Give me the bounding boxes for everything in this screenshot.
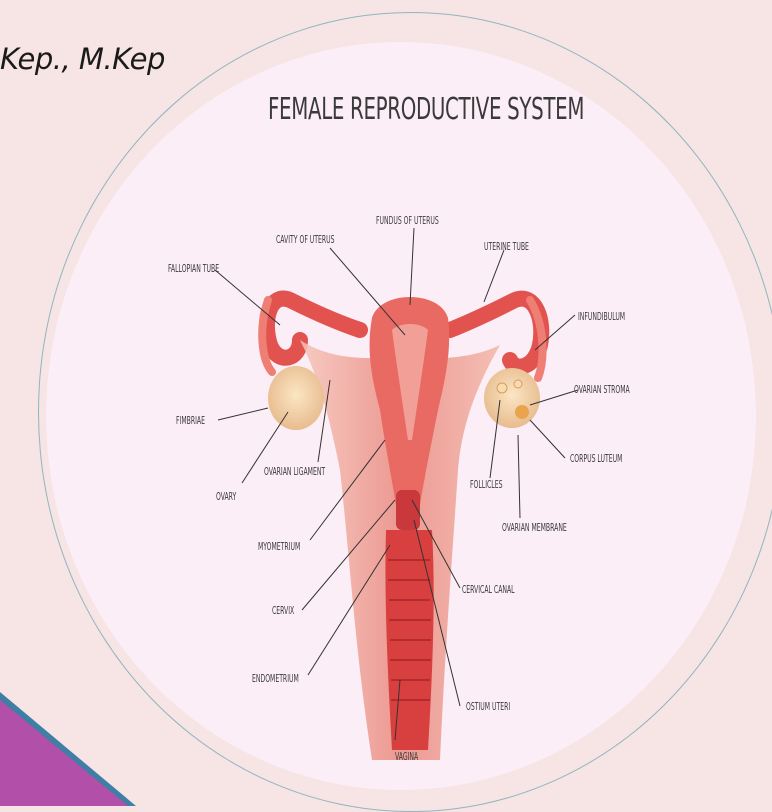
label-follicles: FOLLICLES xyxy=(470,478,502,491)
label-cervical-canal: CERVICAL CANAL xyxy=(462,583,515,596)
label-ovarian-membrane: OVARIAN MEMBRANE xyxy=(502,521,567,534)
label-infundibulum: INFUNDIBULUM xyxy=(578,310,625,323)
label-myometrium: MYOMETRIUM xyxy=(258,540,300,553)
label-uterine-tube: UTERINE TUBE xyxy=(484,240,529,253)
label-ostium-uteri: OSTIUM UTERI xyxy=(466,700,510,713)
label-corpus-luteum: CORPUS LUTEUM xyxy=(570,452,622,465)
left-ovary xyxy=(268,366,324,430)
cervix xyxy=(396,490,420,530)
follicle-2 xyxy=(514,380,522,388)
label-fundus: FUNDUS OF UTERUS xyxy=(376,214,439,227)
label-vagina: VAGINA xyxy=(395,750,418,763)
label-ovarian-stroma: OVARIAN STROMA xyxy=(574,383,630,396)
label-ovary: OVARY xyxy=(216,490,236,503)
label-cavity: CAVITY OF UTERUS xyxy=(276,233,335,246)
label-endometrium: ENDOMETRIUM xyxy=(252,672,299,685)
right-ovary xyxy=(484,368,540,428)
label-ovarian-ligament: OVARIAN LIGAMENT xyxy=(264,465,325,478)
label-fallopian-tube: FALLOPIAN TUBE xyxy=(168,262,219,275)
follicle-1 xyxy=(497,383,507,393)
corpus-luteum xyxy=(515,405,529,419)
label-cervix: CERVIX xyxy=(272,604,294,617)
label-fimbriae: FIMBRIAE xyxy=(176,414,205,427)
